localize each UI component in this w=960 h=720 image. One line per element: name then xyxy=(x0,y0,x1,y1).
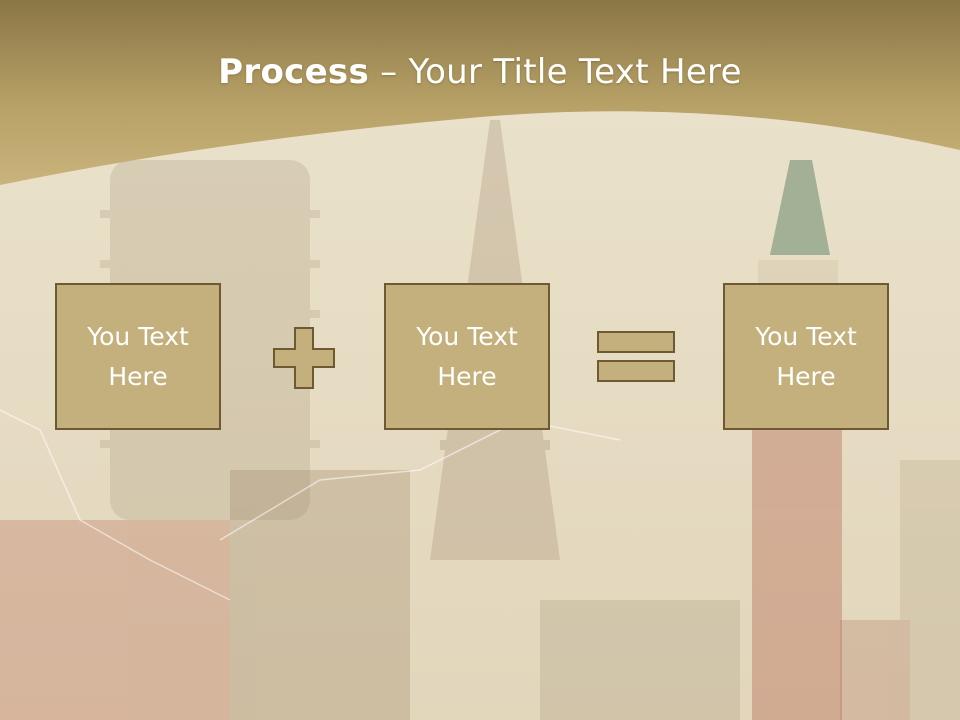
process-box-1-text: You Text Here xyxy=(87,321,189,391)
title-rest: – Your Title Text Here xyxy=(369,52,742,92)
title-bold: Process xyxy=(218,52,370,92)
plus-icon xyxy=(273,327,335,389)
process-box-1[interactable]: You Text Here xyxy=(55,283,221,430)
process-box-2[interactable]: You Text Here xyxy=(384,283,550,430)
slide-title: Process – Your Title Text Here xyxy=(0,52,960,92)
process-box-3-text: You Text Here xyxy=(755,321,857,391)
equals-icon xyxy=(597,331,675,382)
process-box-2-text: You Text Here xyxy=(416,321,518,391)
process-box-3[interactable]: You Text Here xyxy=(723,283,889,430)
